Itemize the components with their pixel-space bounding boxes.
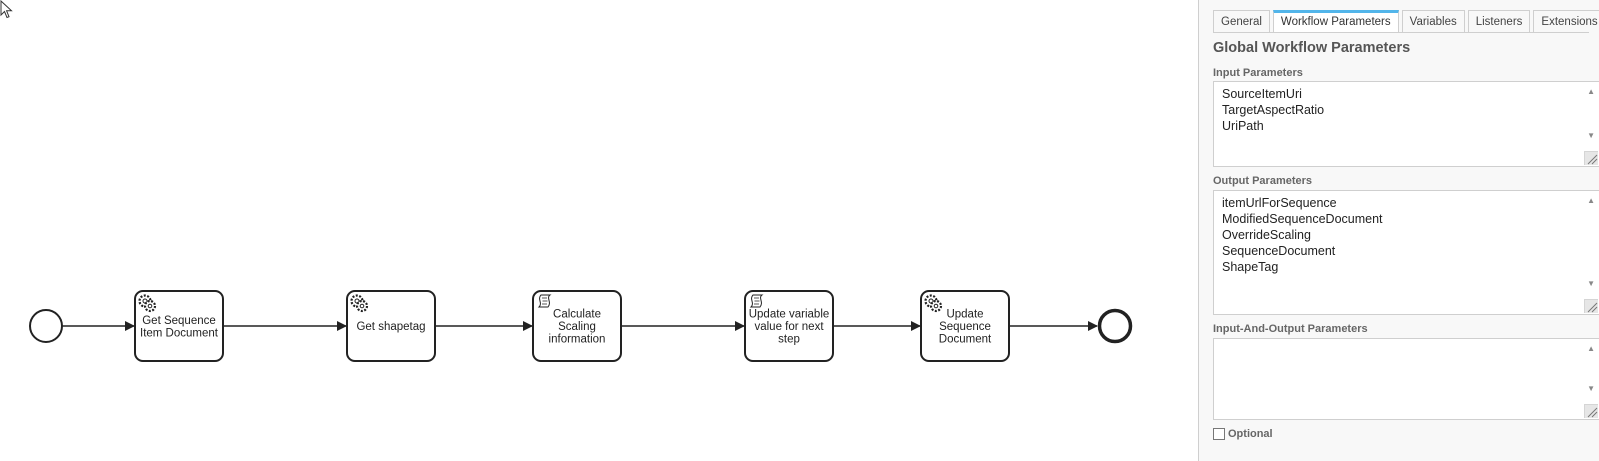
scroll-up-icon[interactable]: ▲ bbox=[1587, 87, 1595, 96]
resize-grip-icon[interactable] bbox=[1584, 151, 1598, 165]
gear-icon bbox=[138, 294, 157, 313]
resize-grip-icon[interactable] bbox=[1584, 299, 1598, 313]
tab-workflow-parameters[interactable]: Workflow Parameters bbox=[1272, 10, 1399, 32]
tab-general[interactable]: General bbox=[1213, 10, 1270, 32]
panel-title: Global Workflow Parameters bbox=[1213, 40, 1411, 56]
task-label: Update bbox=[946, 309, 983, 321]
task-2[interactable]: Get shapetag bbox=[346, 290, 436, 362]
task-label: information bbox=[549, 334, 606, 346]
scroll-down-icon[interactable]: ▼ bbox=[1587, 384, 1595, 393]
inout-list-scrollbar[interactable]: ▲ ▼ bbox=[1583, 339, 1599, 419]
task-box[interactable] bbox=[744, 290, 834, 362]
list-item[interactable]: SequenceDocument bbox=[1222, 244, 1336, 258]
mouse-pointer-icon bbox=[0, 0, 13, 19]
list-item[interactable]: UriPath bbox=[1222, 119, 1264, 133]
input-parameters-label: Input Parameters bbox=[1213, 67, 1303, 79]
optional-checkbox[interactable]: Optional bbox=[1213, 428, 1273, 440]
task-box[interactable] bbox=[920, 290, 1010, 362]
input-list-scrollbar[interactable]: ▲ ▼ bbox=[1583, 82, 1599, 166]
scroll-up-icon[interactable]: ▲ bbox=[1587, 344, 1595, 353]
scroll-down-icon[interactable]: ▼ bbox=[1587, 131, 1595, 140]
task-label: step bbox=[778, 334, 800, 346]
tab-listeners[interactable]: Listeners bbox=[1467, 10, 1531, 32]
list-item[interactable]: itemUrlForSequence bbox=[1222, 196, 1337, 210]
list-item[interactable]: ShapeTag bbox=[1222, 260, 1279, 274]
checkbox-icon[interactable] bbox=[1213, 428, 1225, 440]
task-label: Item Document bbox=[140, 327, 219, 339]
task-label: Get shapetag bbox=[356, 321, 425, 333]
task-label: Update variable bbox=[749, 309, 830, 321]
list-item[interactable]: TargetAspectRatio bbox=[1222, 103, 1325, 117]
scroll-up-icon[interactable]: ▲ bbox=[1587, 196, 1595, 205]
scroll-down-icon[interactable]: ▼ bbox=[1587, 279, 1595, 288]
tab-extensions[interactable]: Extensions bbox=[1533, 10, 1599, 32]
task-box[interactable] bbox=[134, 290, 224, 362]
task-box[interactable] bbox=[532, 290, 622, 362]
tab-variables[interactable]: Variables bbox=[1401, 10, 1465, 32]
task-label: Calculate bbox=[553, 309, 601, 321]
task-label: Document bbox=[939, 334, 992, 346]
task-label: value for next bbox=[754, 321, 824, 333]
output-list-scrollbar[interactable]: ▲ ▼ bbox=[1583, 191, 1599, 314]
optional-label: Optional bbox=[1228, 428, 1273, 440]
end-event[interactable] bbox=[1097, 308, 1133, 344]
start-event[interactable] bbox=[29, 309, 63, 343]
gear-icon bbox=[350, 294, 369, 313]
task-label: Scaling bbox=[558, 321, 596, 333]
task-label: Get Sequence bbox=[142, 315, 216, 327]
list-item[interactable]: OverrideScaling bbox=[1222, 228, 1311, 242]
input-and-output-parameters-list[interactable]: ▲ ▼ bbox=[1213, 338, 1599, 420]
task-label: Sequence bbox=[939, 321, 991, 333]
task-box[interactable] bbox=[346, 290, 436, 362]
script-icon bbox=[537, 294, 552, 308]
input-and-output-parameters-label: Input-And-Output Parameters bbox=[1213, 323, 1368, 335]
list-item[interactable]: SourceItemUri bbox=[1222, 87, 1302, 101]
output-parameters-label: Output Parameters bbox=[1213, 175, 1313, 187]
resize-grip-icon[interactable] bbox=[1584, 404, 1598, 418]
list-item[interactable]: ModifiedSequenceDocument bbox=[1222, 212, 1383, 226]
tab-divider bbox=[1213, 32, 1589, 33]
script-icon bbox=[749, 294, 764, 308]
gear-icon bbox=[924, 294, 943, 313]
